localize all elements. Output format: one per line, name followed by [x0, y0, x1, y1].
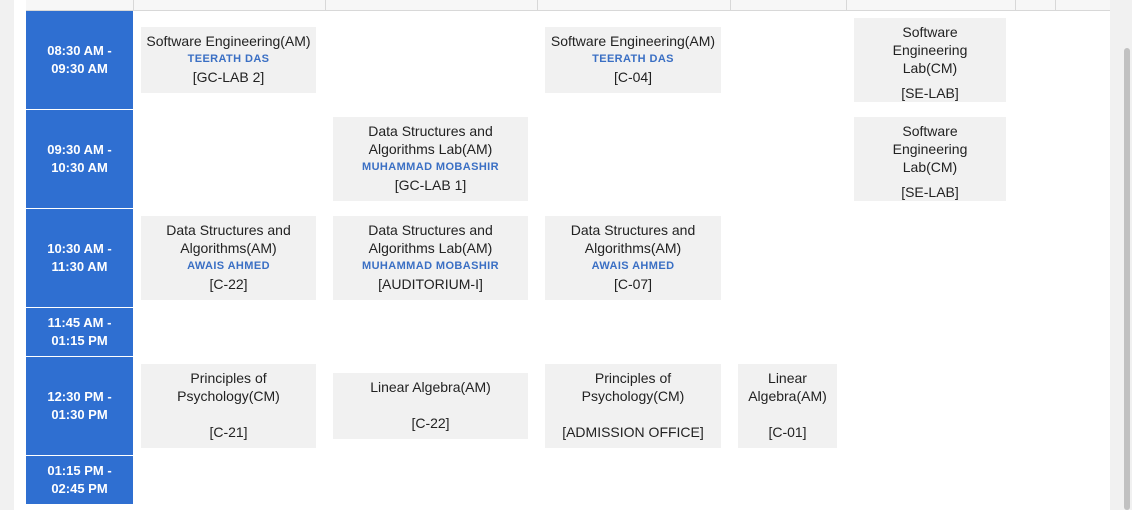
header-column-divider	[1015, 0, 1016, 10]
header-column-divider	[133, 0, 134, 10]
class-card[interactable]: Data Structures and Algorithms Lab(AM) M…	[333, 216, 528, 300]
vertical-scrollbar[interactable]	[1121, 0, 1132, 510]
time-slot-start: 01:15 PM -	[47, 463, 112, 478]
class-card[interactable]: Linear Algebra(AM) [C-22]	[333, 373, 528, 439]
time-slot-6: 01:15 PM - 02:45 PM	[26, 456, 133, 504]
class-course-name: Software Engineering Lab(CM)	[892, 123, 968, 175]
header-column-divider	[846, 0, 847, 10]
class-teacher-name	[864, 176, 996, 183]
time-slot-3: 10:30 AM - 11:30 AM	[26, 209, 133, 307]
class-room: [GC-LAB 2]	[192, 69, 265, 85]
class-teacher-name	[171, 405, 286, 423]
class-room: [SE-LAB]	[901, 85, 959, 101]
class-course-name: Linear Algebra(AM)	[370, 379, 491, 395]
class-course-name: Linear Algebra(AM)	[748, 370, 827, 404]
class-teacher-name: TEERATH DAS	[592, 53, 674, 65]
time-slot-1: 08:30 AM - 09:30 AM	[26, 11, 133, 109]
time-slot-end: 11:30 AM	[51, 259, 108, 274]
time-slot-end: 01:15 PM	[51, 333, 108, 348]
header-column-divider	[730, 0, 731, 10]
time-slot-end: 09:30 AM	[51, 61, 108, 76]
class-room: [SE-LAB]	[901, 184, 959, 200]
class-card[interactable]: Software Engineering(AM) TEERATH DAS [C-…	[545, 27, 721, 93]
time-slot-end: 02:45 PM	[51, 481, 108, 496]
time-slot-end: 01:30 PM	[51, 407, 108, 422]
class-room: [C-01]	[768, 424, 807, 440]
class-course-name: Software Engineering Lab(CM)	[892, 24, 968, 76]
time-slot-start: 08:30 AM -	[47, 43, 112, 58]
class-room: [GC-LAB 1]	[394, 177, 467, 193]
class-course-name: Software Engineering(AM)	[146, 33, 311, 49]
class-room: [C-21]	[209, 424, 248, 440]
class-room: [AUDITORIUM-I]	[378, 276, 483, 292]
class-card[interactable]: Data Structures and Algorithms(AM) AWAIS…	[141, 216, 316, 300]
class-room: [C-22]	[209, 276, 248, 292]
class-card[interactable]: Data Structures and Algorithms(AM) AWAIS…	[545, 216, 721, 300]
class-teacher-name	[864, 77, 996, 84]
class-course-name: Data Structures and Algorithms Lab(AM)	[368, 123, 493, 157]
class-card[interactable]: Software Engineering(AM) TEERATH DAS [GC…	[141, 27, 316, 93]
class-teacher-name	[746, 405, 829, 423]
time-slot-start: 12:30 PM -	[47, 389, 112, 404]
class-card[interactable]: Software Engineering Lab(CM) [SE-LAB]	[854, 18, 1006, 102]
class-card[interactable]: Linear Algebra(AM) [C-01]	[738, 364, 837, 448]
class-teacher-name: AWAIS AHMED	[591, 260, 675, 272]
time-slot-5: 12:30 PM - 01:30 PM	[26, 357, 133, 455]
header-column-divider	[325, 0, 326, 10]
class-course-name: Data Structures and Algorithms Lab(AM)	[368, 222, 493, 256]
time-slot-end: 10:30 AM	[51, 160, 108, 175]
class-course-name: Data Structures and Algorithms(AM)	[166, 222, 291, 256]
class-card[interactable]: Software Engineering Lab(CM) [SE-LAB]	[854, 117, 1006, 201]
header-column-divider	[1055, 0, 1056, 10]
time-slot-start: 11:45 AM -	[47, 315, 112, 330]
class-course-name: Software Engineering(AM)	[550, 33, 716, 49]
class-card[interactable]: Data Structures and Algorithms Lab(AM) M…	[333, 117, 528, 201]
class-room: [C-07]	[613, 276, 653, 292]
time-slot-start: 09:30 AM -	[47, 142, 112, 157]
time-slot-4: 11:45 AM - 01:15 PM	[26, 308, 133, 356]
class-teacher-name: AWAIS AHMED	[187, 260, 270, 272]
class-teacher-name: MUHAMMAD MOBASHIR	[362, 260, 499, 272]
time-slot-2: 09:30 AM - 10:30 AM	[26, 110, 133, 208]
time-slot-start: 10:30 AM -	[47, 241, 112, 256]
class-course-name: Principles of Psychology(CM)	[581, 370, 685, 404]
class-card[interactable]: Principles of Psychology(CM) [ADMISSION …	[545, 364, 721, 448]
class-course-name: Principles of Psychology(CM)	[177, 370, 280, 404]
class-course-name: Data Structures and Algorithms(AM)	[570, 222, 696, 256]
class-room: [C-04]	[613, 69, 653, 85]
class-teacher-name	[333, 396, 528, 414]
header-column-divider	[537, 0, 538, 10]
class-room: [ADMISSION OFFICE]	[562, 424, 704, 440]
scrollbar-thumb[interactable]	[1124, 48, 1130, 510]
timetable-header-row	[26, 0, 1110, 11]
class-teacher-name: MUHAMMAD MOBASHIR	[362, 161, 499, 173]
class-teacher-name	[575, 405, 691, 423]
class-room: [C-22]	[411, 415, 450, 431]
class-card[interactable]: Principles of Psychology(CM) [C-21]	[141, 364, 316, 448]
class-teacher-name: TEERATH DAS	[187, 53, 270, 65]
